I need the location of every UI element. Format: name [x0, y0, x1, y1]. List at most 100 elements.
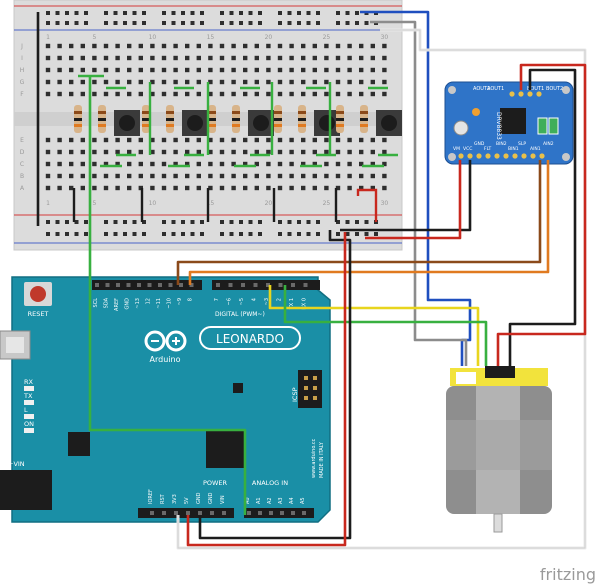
- rail-hole: [278, 21, 282, 25]
- analog-pin-label: A4: [289, 497, 295, 504]
- breadboard-hole: [103, 137, 109, 143]
- breadboard-hole: [138, 43, 143, 49]
- breadboard-hole: [92, 173, 97, 179]
- header-pin-label: 12: [146, 298, 152, 304]
- breadboard-hole: [277, 149, 283, 155]
- breadboard-hole: [370, 43, 375, 49]
- rail-hole: [55, 232, 60, 236]
- icsp-pin: [304, 396, 308, 400]
- breadboard-hole: [150, 91, 155, 97]
- breadboard-hole: [382, 173, 387, 179]
- motor-driver-board: AOUT2 AOUT1 BOUT1 BOUT2 DRV8833 VM VCC G…: [444, 81, 574, 165]
- breadboard-hole: [219, 161, 225, 167]
- breadboard-hole: [103, 149, 109, 155]
- rail-hole: [364, 21, 369, 25]
- breadboard-hole: [208, 185, 213, 191]
- header-pin-label: RX 0: [302, 298, 308, 310]
- power-pin-label: VIN: [220, 495, 226, 504]
- breadboard-hole: [127, 173, 132, 179]
- bottom-power-rail: [46, 220, 378, 236]
- breadboard-hole: [289, 43, 294, 49]
- rail-hole: [287, 232, 292, 236]
- header-pin: [95, 283, 99, 287]
- pushbutton-cap: [119, 115, 135, 131]
- power-pin-label: GND: [208, 492, 214, 504]
- breadboard-hole: [219, 149, 225, 155]
- breadboard-hole: [243, 161, 248, 167]
- button-resistor-array: [72, 74, 402, 222]
- driver-pin-label: BIN2: [496, 141, 507, 147]
- breadboard-hole: [324, 149, 329, 155]
- breadboard-hole: [301, 173, 306, 179]
- breadboard-hole: [185, 43, 190, 49]
- header-pin-label: AREF: [114, 298, 120, 311]
- breadboard-hole: [208, 149, 213, 155]
- breadboard-hole: [92, 149, 97, 155]
- breadboard-column-label: 20: [265, 200, 273, 207]
- rail-hole: [181, 220, 185, 224]
- breadboard-hole: [324, 91, 329, 97]
- resistor-band: [208, 118, 216, 121]
- breadboard-hole: [219, 91, 225, 97]
- power-pin-label: RST: [160, 493, 166, 504]
- driver-pin-label: AIN1: [530, 146, 541, 152]
- wire-red-arduino: [186, 232, 347, 547]
- breadboard-hole: [196, 43, 201, 49]
- breadboard-hole: [45, 185, 51, 191]
- breadboard-hole: [382, 185, 387, 191]
- rail-hole: [364, 220, 369, 224]
- breadboard-hole: [289, 55, 294, 61]
- rail-hole: [162, 11, 166, 15]
- breadboard-hole: [127, 43, 132, 49]
- resistor-band: [274, 124, 282, 127]
- driver-pin-label: BOUT2: [546, 86, 563, 92]
- breadboard-hole: [92, 185, 97, 191]
- rail-hole: [345, 11, 350, 15]
- rail-hole: [239, 21, 243, 25]
- rail-hole: [364, 232, 369, 236]
- rail-hole: [229, 21, 234, 25]
- breadboard-hole: [150, 173, 155, 179]
- rail-hole: [84, 232, 88, 236]
- header-pin-label: 2: [277, 298, 283, 301]
- breadboard-hole: [289, 67, 294, 73]
- rail-hole: [220, 11, 224, 15]
- rail-hole: [278, 232, 282, 236]
- breadboard-hole: [347, 149, 352, 155]
- resistor-band: [166, 124, 174, 127]
- breadboard-hole: [277, 67, 283, 73]
- analog-pin-label: A3: [278, 497, 284, 504]
- header-pin: [137, 283, 141, 287]
- rail-hole: [55, 21, 60, 25]
- breadboard-hole: [324, 79, 329, 85]
- breadboard-hole: [382, 43, 387, 49]
- breadboard-hole: [127, 185, 132, 191]
- rail-hole: [316, 232, 320, 236]
- vcc-jumper: [356, 188, 378, 222]
- breadboard-hole: [301, 67, 306, 73]
- rail-hole: [306, 220, 311, 224]
- pushbutton-cap: [253, 115, 269, 131]
- breadboard-hole: [382, 67, 387, 73]
- resistor-band: [74, 124, 82, 127]
- breadboard-hole: [254, 67, 259, 73]
- breadboard-hole: [359, 67, 364, 73]
- resistor-band: [142, 124, 150, 127]
- breadboard-hole: [370, 161, 375, 167]
- breadboard-hole: [347, 55, 352, 61]
- power-pin: [174, 511, 178, 515]
- breadboard-hole: [370, 137, 375, 143]
- breadboard-hole: [185, 91, 190, 97]
- breadboard-hole: [150, 79, 155, 85]
- icsp-pin: [304, 386, 308, 390]
- power-label: POWER: [203, 479, 228, 487]
- breadboard-hole: [173, 67, 178, 73]
- breadboard-hole: [173, 55, 178, 61]
- breadboard-hole: [370, 149, 375, 155]
- resistor-band: [98, 118, 106, 121]
- breadboard-hole: [69, 67, 74, 73]
- breadboard-hole: [69, 173, 74, 179]
- breadboard-hole: [196, 79, 201, 85]
- rail-hole: [306, 11, 311, 15]
